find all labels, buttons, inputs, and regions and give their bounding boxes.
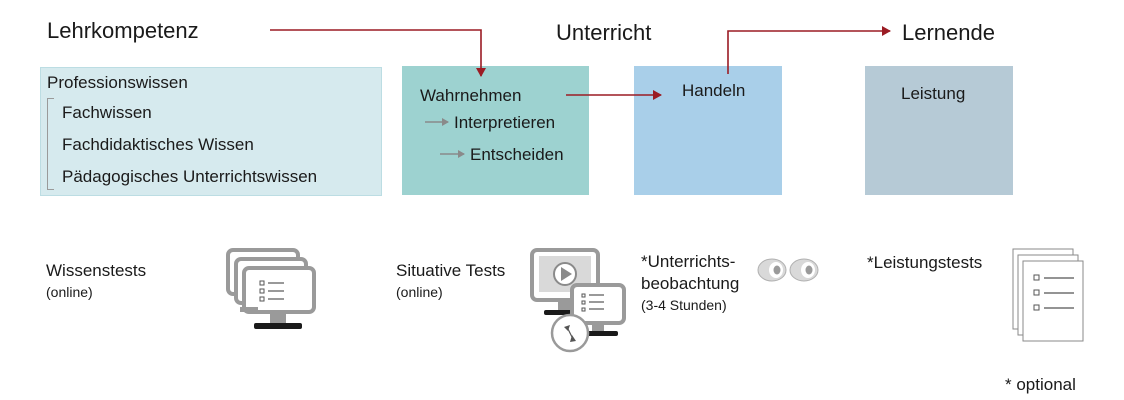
observation-label-line2: beobachtung [641,274,740,293]
action-box: Handeln [634,66,782,195]
footnote: * optional [1005,375,1076,395]
footnote-star: * [1005,375,1017,394]
heading-unterricht: Unterricht [556,20,652,45]
arrow-lehrkompetenz-to-unterricht [270,29,486,77]
performance-label: Leistung [901,84,966,103]
performance-test-label: *Leistungstests [867,253,983,272]
eyes-icon [757,258,819,282]
knowledge-box-title: Professionswissen [47,73,188,92]
perception-item-entscheiden: Entscheiden [470,145,564,164]
heading-lernende: Lernende [902,20,995,45]
performance-box: Leistung [865,66,1013,195]
knowledge-box: Professionswissen Fachwissen Fachdidakti… [40,67,382,196]
knowledge-item-fachwissen: Fachwissen [62,103,152,122]
action-label: Handeln [682,81,746,100]
knowledge-test-note: (online) [46,284,93,300]
perception-item-interpretieren: Interpretieren [454,113,556,132]
knowledge-item-fachdidaktik: Fachdidaktisches Wissen [62,135,254,154]
arrow-handeln-to-lernende [727,26,891,74]
knowledge-bracket [47,98,54,190]
knowledge-test-label: Wissenstests [46,261,147,280]
stacked-monitors-icon [226,248,316,329]
footnote-text: optional [1016,375,1076,394]
perception-box: Wahrnehmen Interpretieren Entscheiden [402,66,589,195]
situative-test-note: (online) [396,284,443,300]
stacked-documents-icon [1012,248,1084,342]
perception-item-wahrnehmen: Wahrnehmen [420,86,522,105]
observation-label-line1: *Unterrichts- [641,252,736,271]
video-monitor-icon [530,248,626,353]
heading-lehrkompetenz: Lehrkompetenz [47,18,199,43]
situative-test-label: Situative Tests [396,261,506,280]
knowledge-item-paedagogik: Pädagogisches Unterrichtswissen [62,167,318,186]
observation-note: (3-4 Stunden) [641,297,727,313]
